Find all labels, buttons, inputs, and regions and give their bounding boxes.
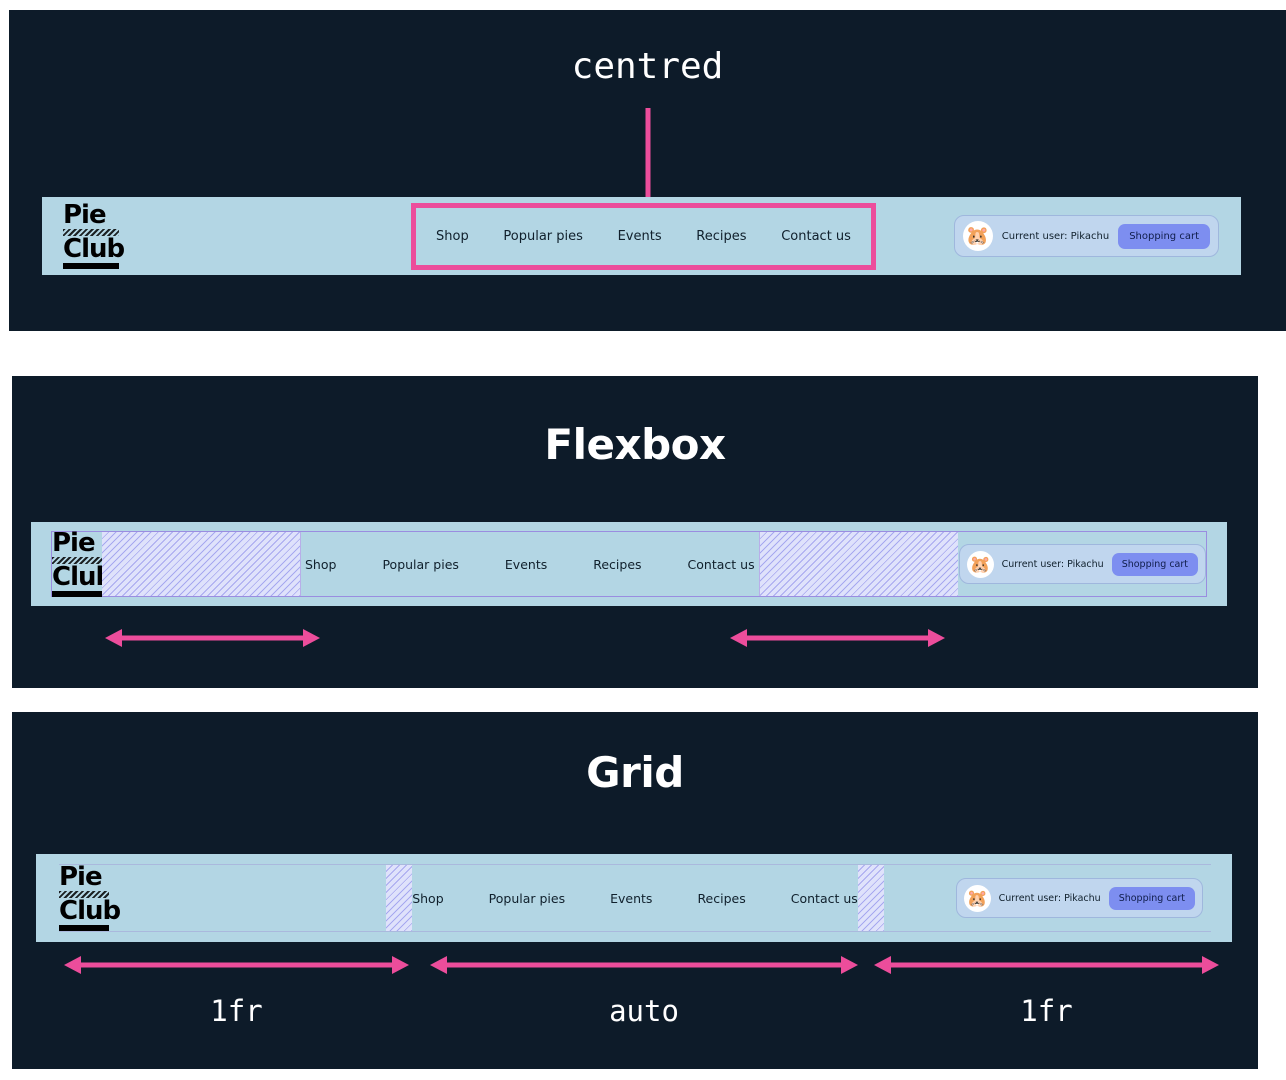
primary-nav: Shop Popular pies Events Recipes Contact… xyxy=(411,203,876,270)
pikachu-avatar-icon: 🐹 xyxy=(966,550,994,578)
grid-measure-arrow-auto xyxy=(430,952,858,974)
nav-link-events[interactable]: Events xyxy=(610,890,653,906)
grid-measure-arrow-1fr-left xyxy=(64,952,409,974)
site-logo[interactable]: Pie Club xyxy=(59,862,121,932)
primary-nav: Shop Popular pies Events Recipes Contact… xyxy=(300,532,760,596)
section-grid: Grid Pie Club Shop Popular pies xyxy=(12,712,1258,1069)
grid-track-label-2: auto xyxy=(609,994,679,1028)
nav-link-contact-us[interactable]: Contact us xyxy=(781,229,851,244)
logo-underline-decoration xyxy=(63,263,119,270)
logo-line-1: Pie xyxy=(52,527,96,558)
grid-track-label-3: 1fr xyxy=(1020,994,1073,1028)
logo-line-1: Pie xyxy=(63,199,107,230)
flex-measure-arrow-left xyxy=(105,625,320,647)
flex-measure-arrow-right xyxy=(730,625,945,647)
logo-wave-decoration xyxy=(63,228,119,236)
current-user-label: Current user: Pikachu xyxy=(998,892,1101,904)
grid-container: Pie Club Shop Popular pies Events Recipe… xyxy=(59,864,1211,932)
site-logo[interactable]: Pie Club xyxy=(52,527,114,598)
nav-link-events[interactable]: Events xyxy=(504,556,548,572)
grid-track-1: Pie Club xyxy=(59,862,386,932)
nav-link-popular-pies[interactable]: Popular pies xyxy=(488,890,566,906)
logo-underline-decoration xyxy=(59,925,109,932)
centred-annotation-label: centred xyxy=(571,46,724,87)
logo-wave-decoration xyxy=(59,890,109,898)
grid-gutter-right-hatch xyxy=(857,865,884,932)
pikachu-avatar-icon: 🐹 xyxy=(963,884,991,912)
nav-link-recipes[interactable]: Recipes xyxy=(696,229,747,244)
grid-measure-arrow-1fr-right xyxy=(874,952,1219,974)
site-logo[interactable]: Pie Club xyxy=(63,199,125,270)
current-user-label: Current user: Pikachu xyxy=(1001,558,1104,570)
logo-line-2: Club xyxy=(59,895,121,926)
shopping-cart-button[interactable]: Shopping cart xyxy=(1118,223,1210,249)
nav-link-shop[interactable]: Shop xyxy=(436,229,469,244)
nav-link-events[interactable]: Events xyxy=(617,229,662,244)
logo-underline-decoration xyxy=(52,591,102,598)
current-user-label: Current user: Pikachu xyxy=(1001,230,1110,242)
flex-gap-right-hatch xyxy=(759,532,958,596)
nav-link-contact-us[interactable]: Contact us xyxy=(687,556,755,572)
grid-track-2: Shop Popular pies Events Recipes Contact… xyxy=(386,865,884,932)
pikachu-avatar-icon: 🐹 xyxy=(962,221,993,251)
shopping-cart-button[interactable]: Shopping cart xyxy=(1108,886,1195,910)
shopping-cart-button[interactable]: Shopping cart xyxy=(1111,552,1198,576)
nav-link-recipes[interactable]: Recipes xyxy=(697,890,746,906)
nav-link-popular-pies[interactable]: Popular pies xyxy=(503,229,583,244)
logo-wave-decoration xyxy=(52,556,102,564)
navbar-grid: Pie Club Shop Popular pies Events Recipe… xyxy=(36,854,1232,942)
grid-track-3: 🐹 Current user: Pikachu Shopping cart xyxy=(884,865,1211,931)
grid-gutter-left-hatch xyxy=(386,865,413,932)
flex-container: Pie Club Shop Popular pies Events Recipe… xyxy=(51,527,1207,598)
nav-link-recipes[interactable]: Recipes xyxy=(593,556,642,572)
logo-line-1: Pie xyxy=(59,862,103,892)
nav-link-shop[interactable]: Shop xyxy=(305,556,337,572)
grid-heading: Grid xyxy=(586,748,684,797)
flexbox-heading: Flexbox xyxy=(544,420,726,469)
nav-link-contact-us[interactable]: Contact us xyxy=(790,890,858,906)
user-panel: 🐹 Current user: Pikachu Shopping cart xyxy=(953,215,1219,257)
primary-nav: Shop Popular pies Events Recipes Contact… xyxy=(412,891,858,906)
logo-line-2: Club xyxy=(52,561,114,592)
logo-line-2: Club xyxy=(63,233,125,264)
nav-link-popular-pies[interactable]: Popular pies xyxy=(382,556,459,572)
section-flexbox: Flexbox Pie Club Shop Popular pies Event… xyxy=(12,376,1258,688)
user-panel: 🐹 Current user: Pikachu Shopping cart xyxy=(955,878,1203,919)
section-centred: centred Pie Club Shop Popular pies Event… xyxy=(9,10,1286,331)
navbar-flexbox: Pie Club Shop Popular pies Events Recipe… xyxy=(31,522,1227,606)
flex-gap-left-hatch xyxy=(102,532,300,596)
grid-track-label-1: 1fr xyxy=(210,994,263,1028)
nav-link-shop[interactable]: Shop xyxy=(412,890,444,906)
user-panel: 🐹 Current user: Pikachu Shopping cart xyxy=(958,544,1206,584)
navbar-centred: Pie Club Shop Popular pies Events Recipe… xyxy=(42,197,1241,275)
